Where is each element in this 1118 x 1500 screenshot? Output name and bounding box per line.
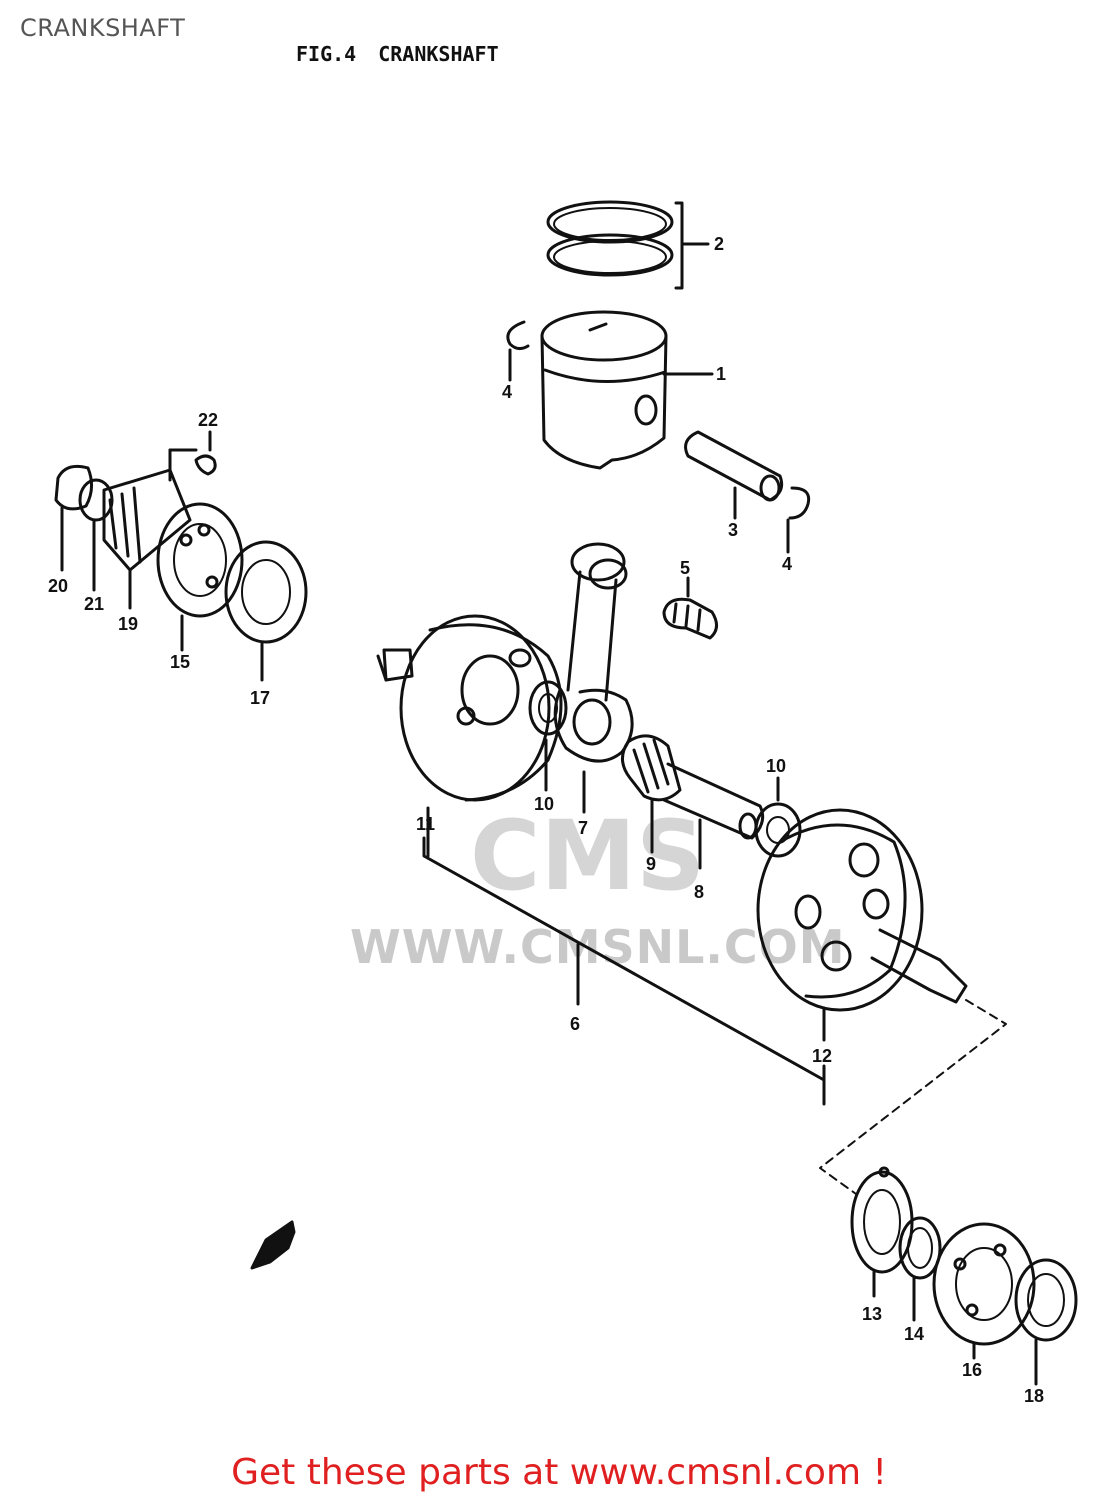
piston-rings — [546, 200, 710, 290]
crank-pin-assembly — [621, 734, 765, 870]
callout-21: 21 — [84, 594, 104, 614]
callout-4a: 4 — [502, 382, 512, 402]
callout-15: 15 — [170, 652, 190, 672]
callout-10b: 10 — [766, 756, 786, 776]
callout-10a: 10 — [534, 794, 554, 814]
callout-labels: 1 2 3 4 4 5 6 7 8 9 10 10 11 12 13 14 15… — [48, 234, 1044, 1406]
small-end-bearing — [662, 576, 718, 640]
right-crank-web — [756, 808, 968, 1042]
callout-11: 11 — [416, 814, 435, 834]
figure-number: FIG.4 — [296, 42, 357, 66]
callout-17: 17 — [250, 688, 270, 708]
callout-9: 9 — [646, 854, 656, 874]
callout-16: 16 — [962, 1360, 982, 1380]
page-title: CRANKSHAFT — [20, 14, 186, 42]
callout-2: 2 — [714, 234, 724, 254]
callout-1: 1 — [716, 364, 726, 384]
left-gear-bearing-group — [54, 430, 308, 682]
dashed-leader — [819, 999, 1007, 1195]
get-parts-link[interactable]: Get these parts at www.cmsnl.com ! — [231, 1452, 887, 1493]
piston — [540, 310, 714, 470]
piston-pin-circlips — [506, 320, 811, 554]
crankshaft-assembly-bracket — [422, 836, 826, 1106]
callout-5: 5 — [680, 558, 690, 578]
callout-19: 19 — [118, 614, 138, 634]
callout-12: 12 — [812, 1046, 832, 1066]
callout-4b: 4 — [782, 554, 792, 574]
connecting-rod — [553, 542, 634, 814]
exploded-parts-diagram: 1 2 3 4 4 5 6 7 8 9 10 10 11 12 13 14 15… — [48, 200, 1078, 1406]
callout-7: 7 — [578, 818, 588, 838]
figure-title: FIG.4 CRANKSHAFT — [296, 42, 499, 66]
callout-8: 8 — [694, 882, 704, 902]
callout-20: 20 — [48, 576, 68, 596]
figure-caption: CRANKSHAFT — [378, 42, 499, 66]
watermark-url: WWW.CMSNL.COM — [350, 920, 846, 974]
callout-18: 18 — [1024, 1386, 1044, 1406]
callout-13: 13 — [862, 1304, 882, 1324]
callout-14: 14 — [904, 1324, 924, 1344]
callout-6: 6 — [570, 1014, 580, 1034]
watermark-logo: CMS — [470, 800, 706, 912]
piston-pin — [684, 430, 784, 520]
callout-22: 22 — [198, 410, 218, 430]
right-bearing-group — [850, 1166, 1078, 1386]
callout-3: 3 — [728, 520, 738, 540]
front-arrow-icon — [250, 1220, 296, 1270]
left-crank-web — [376, 614, 563, 858]
